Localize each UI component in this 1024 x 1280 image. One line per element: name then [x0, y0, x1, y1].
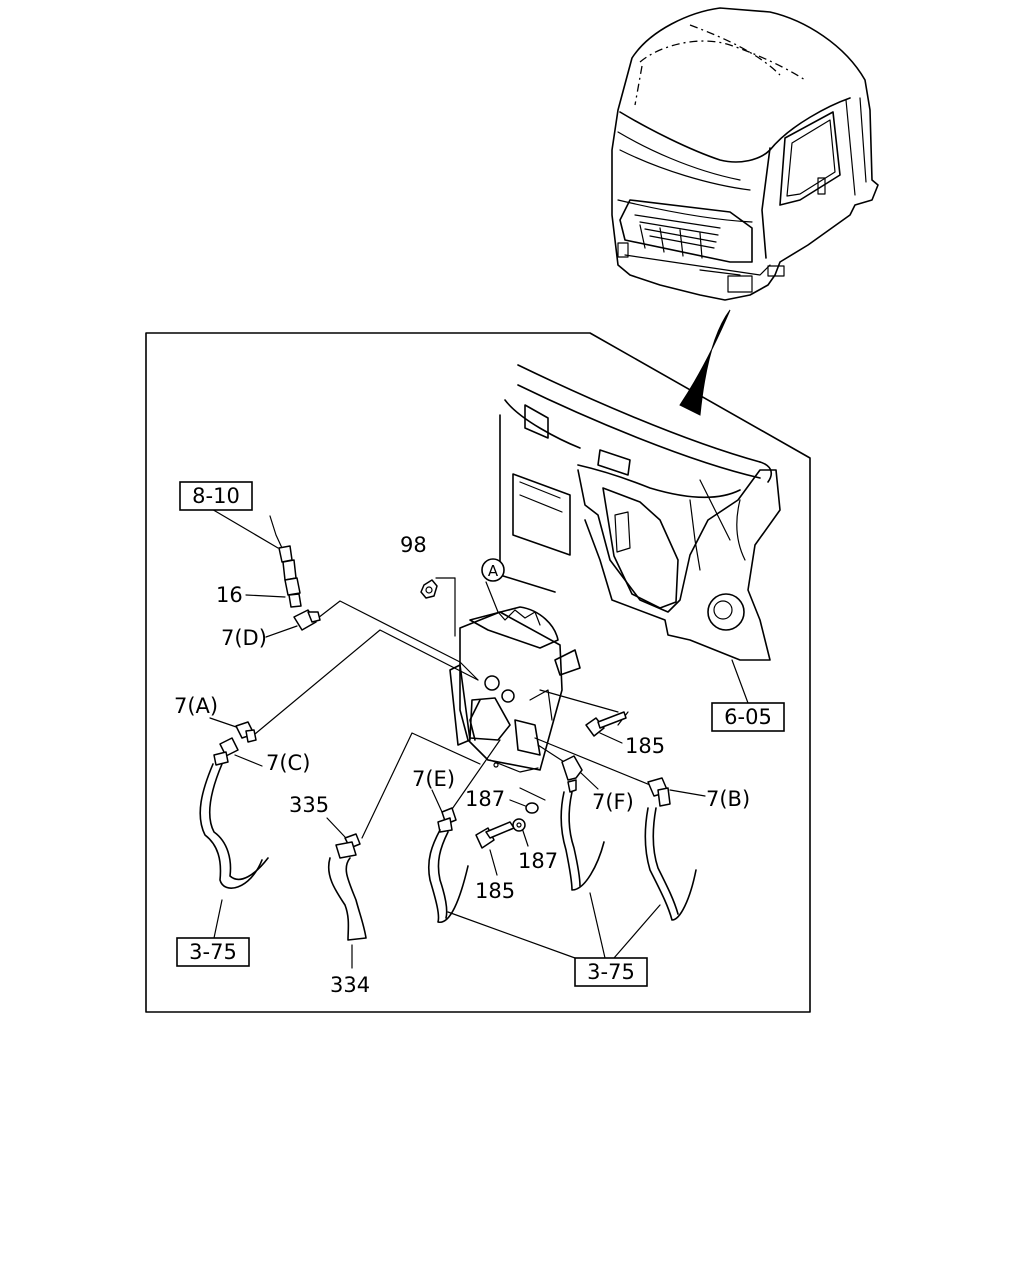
callout-6-05-text: 6-05 — [724, 705, 772, 729]
callout-6-05: 6-05 — [711, 702, 785, 732]
callout-8-10: 8-10 — [179, 481, 253, 511]
bolt-185-upper-part — [585, 711, 627, 737]
nut-98-part — [420, 579, 438, 599]
fitting-7d-part — [293, 609, 321, 631]
label-98: 98 — [400, 533, 427, 557]
circle-marker-a: A — [481, 558, 505, 582]
label-7b: 7(B) — [706, 787, 750, 811]
callout-3-75-right: 3-75 — [574, 957, 648, 987]
label-334: 334 — [330, 973, 370, 997]
label-187-lower: 187 — [518, 849, 558, 873]
label-7c: 7(C) — [266, 751, 310, 775]
label-185-lower: 185 — [475, 879, 515, 903]
fitting-7b-part — [647, 777, 671, 807]
hose-334-part — [327, 841, 367, 941]
callout-3-75-right-text: 3-75 — [587, 960, 635, 984]
label-7f: 7(F) — [592, 790, 634, 814]
label-7d: 7(D) — [221, 626, 267, 650]
hose-center-part — [427, 829, 469, 923]
fitting-7e-part — [437, 807, 457, 833]
valve-assembly-part — [449, 606, 581, 773]
fitting-7a-part — [235, 721, 257, 743]
truck-cab-illustration — [611, 7, 879, 301]
label-335: 335 — [289, 793, 329, 817]
hose-7b-part — [644, 807, 697, 921]
label-187-upper: 187 — [465, 787, 505, 811]
label-185-upper: 185 — [625, 734, 665, 758]
fitting-7c-part — [213, 737, 239, 766]
washer-187-part — [512, 802, 539, 832]
hose-7f-part — [560, 791, 605, 891]
fitting-7f-part — [561, 755, 583, 793]
callout-3-75-left-text: 3-75 — [189, 940, 237, 964]
circle-marker-a-text: A — [488, 562, 499, 580]
detail-frame — [145, 332, 811, 1013]
bolt-185-lower-part — [475, 821, 515, 849]
label-7a: 7(A) — [174, 694, 218, 718]
label-16: 16 — [216, 583, 243, 607]
pointer-arrow — [679, 309, 731, 416]
cowl-panel — [499, 364, 781, 661]
hose-left-part — [199, 763, 269, 889]
callout-3-75-left: 3-75 — [176, 937, 250, 967]
pressure-switch-part — [269, 515, 302, 608]
label-7e: 7(E) — [412, 767, 455, 791]
callout-8-10-text: 8-10 — [192, 484, 240, 508]
